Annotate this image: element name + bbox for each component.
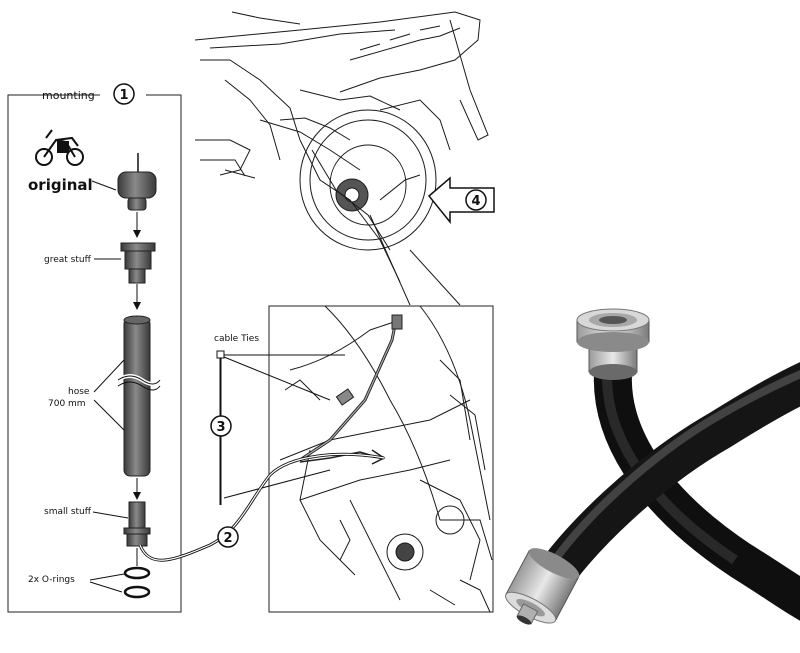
motorcycle-icon <box>35 129 84 166</box>
step-3-badge: 3 <box>210 415 232 437</box>
original-label: original <box>28 176 93 194</box>
o-rings-label: 2x O-rings <box>28 575 75 585</box>
hose-product-photo <box>505 308 800 625</box>
original-leader <box>91 180 117 191</box>
hose-part <box>116 315 162 477</box>
step-4-number: 4 <box>471 194 480 209</box>
small-stuff-part <box>123 501 151 566</box>
step-1-number: 1 <box>119 88 128 103</box>
zoom-connector <box>369 214 461 306</box>
step-2-badge: 2 <box>217 526 239 548</box>
step-4-arrow: 4 <box>427 176 495 225</box>
motorcycle-drawing <box>194 11 489 283</box>
top-fitting <box>576 308 650 380</box>
great-stuff-label: great stuff <box>44 255 92 265</box>
mounting-panel: mounting 1 original great stuff <box>7 83 182 613</box>
step-3-number: 3 <box>216 420 225 435</box>
small-stuff-label: small stuff <box>44 507 92 517</box>
hose-label: hose <box>68 387 90 397</box>
step-1-badge: 1 <box>113 83 135 105</box>
great-stuff-part <box>120 242 156 310</box>
hose-route <box>138 452 385 562</box>
cable-ties-label: cable Ties <box>214 334 259 344</box>
bottom-fitting <box>505 548 580 625</box>
hose-length-label: 700 mm <box>48 399 86 409</box>
original-part <box>117 153 157 238</box>
mounting-title: mounting <box>42 89 95 102</box>
step-2-number: 2 <box>223 531 232 546</box>
o-rings-part <box>123 566 151 599</box>
